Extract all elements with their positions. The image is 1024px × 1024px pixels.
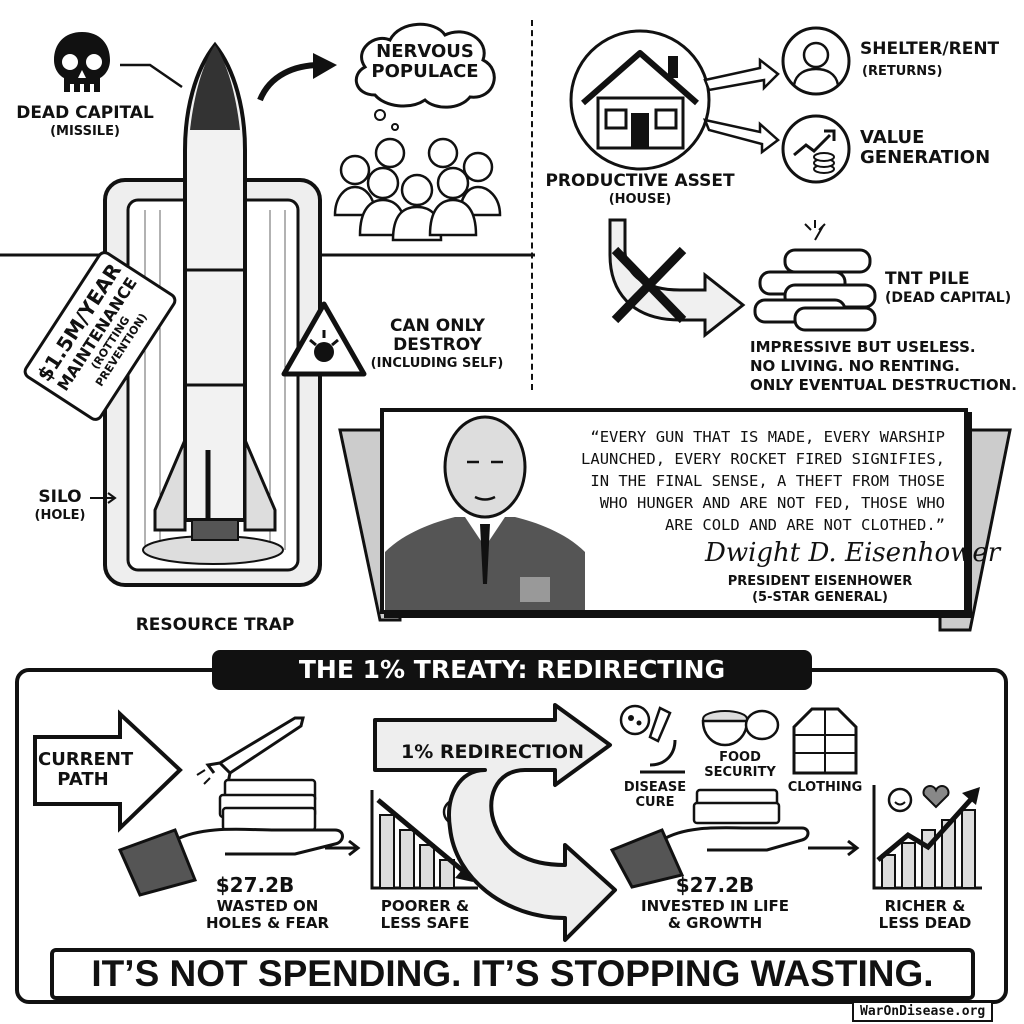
tnt-description: IMPRESSIVE BUT USELESS. NO LIVING. NO RE… — [750, 338, 1017, 395]
disease-cure-label: DISEASE CURE — [623, 780, 687, 810]
divider — [531, 20, 533, 390]
quote-text: “EVERY GUN THAT IS MADE, EVERY WARSHIP L… — [525, 426, 945, 536]
crowd-icon — [333, 137, 502, 242]
missile-icon — [153, 41, 277, 541]
redirection-label: 1% REDIRECTION — [401, 741, 584, 763]
can-only-destroy-label: CAN ONLY DESTROY — [390, 316, 485, 356]
food-security-label: FOOD SECURITY — [704, 750, 776, 780]
invested-description: INVESTED IN LIFE & GROWTH — [641, 897, 789, 932]
invested-amount: $27.2B — [675, 873, 755, 897]
resource-trap-label: RESOURCE TRAP — [135, 615, 295, 635]
watermark: WarOnDisease.org — [852, 1001, 994, 1022]
poorer-label: POORER & LESS SAFE — [380, 897, 470, 932]
skull-icon — [54, 32, 110, 92]
tagline: IT’S NOT SPENDING. IT’S STOPPING WASTING… — [50, 948, 975, 1000]
microscope-icon — [619, 704, 685, 774]
rising-chart-icon — [872, 785, 982, 890]
house-icon — [569, 29, 711, 171]
rocket-icon — [196, 716, 305, 785]
current-path-label: CURRENT PATH — [38, 749, 134, 791]
pointer-line — [120, 63, 183, 89]
food-bowl-icon — [701, 709, 780, 747]
value-growth-icon — [781, 114, 851, 184]
current-path-arrow — [33, 709, 183, 833]
silo-label: SILO — [38, 487, 82, 507]
quote-line: WHO HUNGER AND ARE NOT FED, THOSE WHO — [599, 494, 945, 512]
tnt-desc-line: ONLY EVENTUAL DESTRUCTION. — [750, 376, 1017, 394]
quote-line: ARE COLD AND ARE NOT CLOTHED.” — [665, 516, 945, 534]
shelter-icon — [781, 26, 851, 96]
curved-arrow-icon — [257, 53, 337, 102]
attribution-sub: (5-STAR GENERAL) — [752, 590, 888, 605]
clothing-label: CLOTHING — [787, 780, 863, 795]
value-generation-label: VALUE GENERATION — [860, 127, 991, 169]
quote-line: IN THE FINAL SENSE, A THEFT FROM THOSE — [590, 472, 945, 490]
tnt-desc-line: IMPRESSIVE BUT USELESS. — [750, 338, 976, 356]
shelter-sub: (RETURNS) — [862, 64, 943, 79]
tnt-pile-icon — [753, 220, 877, 332]
dead-capital-sub: (MISSILE) — [50, 124, 120, 139]
eisenhower-portrait — [385, 415, 585, 610]
silo-sub: (HOLE) — [34, 508, 86, 523]
thought-cloud — [354, 22, 496, 131]
arrow-right-icon — [808, 839, 860, 857]
treaty-title: THE 1% TREATY: REDIRECTING RESOURCES — [212, 650, 812, 724]
redirection-arrow — [373, 703, 617, 942]
arrow-right-icon — [325, 839, 361, 857]
wasted-amount: $27.2B — [215, 873, 295, 897]
richer-label: RICHER & LESS DEAD — [878, 897, 972, 932]
productive-asset-label: PRODUCTIVE ASSET — [545, 171, 735, 191]
arrow-right-icon — [90, 492, 117, 504]
money-hand-icon — [117, 778, 344, 897]
signature: Dwight D. Eisenhower — [705, 538, 1001, 568]
tnt-pile-label: TNT PILE — [885, 269, 970, 289]
tnt-desc-line: NO LIVING. NO RENTING. — [750, 357, 960, 375]
warning-explosion-icon — [281, 301, 367, 377]
nervous-populace-label: NERVOUS POPULACE — [371, 41, 479, 83]
tnt-pile-sub: (DEAD CAPITAL) — [885, 290, 1012, 306]
jacket-icon — [792, 707, 858, 775]
attribution: PRESIDENT EISENHOWER — [727, 574, 913, 589]
diverted-arrow-icon — [608, 218, 746, 339]
money-hand-icon — [609, 788, 810, 889]
quote-line: LAUNCHED, EVERY ROCKET FIRED SIGNIFIES, — [581, 450, 945, 468]
dead-capital-label: DEAD CAPITAL — [16, 103, 154, 123]
productive-asset-sub: (HOUSE) — [608, 192, 672, 207]
quote-line: “EVERY GUN THAT IS MADE, EVERY WARSHIP — [590, 428, 945, 446]
shelter-label: SHELTER/RENT — [860, 39, 1000, 59]
wasted-description: WASTED ON HOLES & FEAR — [205, 897, 330, 932]
arrows-to-returns — [702, 57, 780, 155]
can-only-destroy-sub: (INCLUDING SELF) — [370, 356, 504, 371]
